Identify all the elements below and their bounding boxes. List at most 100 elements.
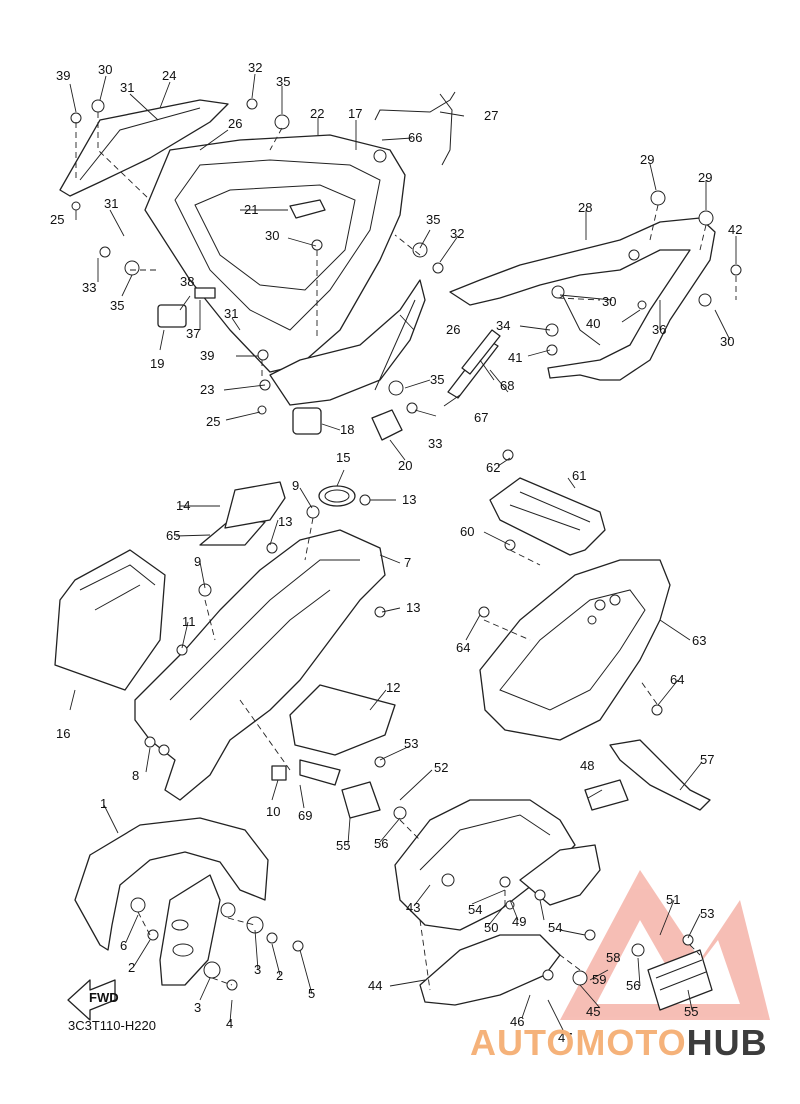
callout-13c: 13	[406, 600, 420, 615]
callout-27: 27	[484, 108, 498, 123]
part-48	[584, 779, 629, 811]
callout-44: 44	[368, 978, 382, 993]
callout-26b: 26	[446, 322, 460, 337]
callout-36: 36	[652, 322, 666, 337]
callout-65: 65	[166, 528, 180, 543]
callout-21: 21	[244, 202, 258, 217]
callout-7: 7	[404, 555, 411, 570]
callout-2b: 2	[276, 968, 283, 983]
watermark-text: AUTOMOTOHUB	[470, 1022, 768, 1064]
watermark-text-part2: HUB	[686, 1022, 768, 1063]
callout-9b: 9	[194, 554, 201, 569]
part-10	[271, 765, 287, 781]
callout-13: 13	[402, 492, 416, 507]
license-plate-assembly	[341, 739, 713, 1011]
callout-35d: 35	[430, 372, 444, 387]
callout-35c: 35	[110, 298, 124, 313]
callout-59: 59	[592, 972, 606, 987]
callout-40: 40	[586, 316, 600, 331]
callout-3: 3	[254, 962, 261, 977]
callout-33b: 33	[428, 436, 442, 451]
callout-22: 22	[310, 106, 324, 121]
callout-34: 34	[496, 318, 510, 333]
fwd-arrow-icon	[67, 979, 116, 1021]
callout-1: 1	[100, 796, 107, 811]
callout-55b: 55	[684, 1004, 698, 1019]
callout-61: 61	[572, 468, 586, 483]
callout-15: 15	[336, 450, 350, 465]
part-20	[371, 409, 403, 441]
callout-41: 41	[508, 350, 522, 365]
callout-11: 11	[182, 614, 196, 629]
callout-25b: 25	[206, 414, 220, 429]
callout-20: 20	[398, 458, 412, 473]
callout-46: 46	[510, 1014, 524, 1029]
callout-12: 12	[386, 680, 400, 695]
callout-30: 30	[98, 62, 112, 77]
callout-58: 58	[606, 950, 620, 965]
callout-63: 63	[692, 633, 706, 648]
callout-53b: 53	[700, 906, 714, 921]
callout-17: 17	[348, 106, 362, 121]
callout-62: 62	[486, 460, 500, 475]
callout-6: 6	[120, 938, 127, 953]
callout-48: 48	[580, 758, 594, 773]
callout-69: 69	[298, 808, 312, 823]
callout-2: 2	[128, 960, 135, 975]
callout-39b: 39	[200, 348, 214, 363]
callout-16: 16	[56, 726, 70, 741]
callout-38: 38	[180, 274, 194, 289]
part-38	[194, 287, 216, 299]
callout-55: 55	[336, 838, 350, 853]
callout-32b: 32	[450, 226, 464, 241]
callout-51: 51	[666, 892, 680, 907]
callout-8: 8	[132, 768, 139, 783]
callout-9: 9	[292, 478, 299, 493]
part-21	[289, 199, 326, 219]
part-57	[609, 739, 711, 811]
callout-30b: 30	[265, 228, 279, 243]
part-18	[292, 407, 322, 435]
callout-13b: 13	[278, 514, 292, 529]
callout-28: 28	[578, 200, 592, 215]
callout-18: 18	[340, 422, 354, 437]
callout-26: 26	[228, 116, 242, 131]
callout-56: 56	[374, 836, 388, 851]
front-fender-assembly: FWD	[67, 817, 304, 1021]
callout-37: 37	[186, 326, 200, 341]
callout-31: 31	[120, 80, 134, 95]
callout-14: 14	[176, 498, 190, 513]
callout-35b: 35	[426, 212, 440, 227]
callout-53: 53	[404, 736, 418, 751]
callout-3b: 3	[194, 1000, 201, 1015]
callout-49: 49	[512, 914, 526, 929]
callout-31c: 31	[224, 306, 238, 321]
callout-24: 24	[162, 68, 176, 83]
upper-cowl-assembly	[59, 91, 742, 441]
callout-19: 19	[150, 356, 164, 371]
callout-42: 42	[728, 222, 742, 237]
callout-4: 4	[226, 1016, 233, 1031]
callout-45: 45	[586, 1004, 600, 1019]
callout-5: 5	[308, 986, 315, 1001]
callout-25: 25	[50, 212, 64, 227]
callout-64b: 64	[670, 672, 684, 687]
callout-67: 67	[474, 410, 488, 425]
callout-54: 54	[468, 902, 482, 917]
callout-57: 57	[700, 752, 714, 767]
callout-35: 35	[276, 74, 290, 89]
callout-68: 68	[500, 378, 514, 393]
callout-33: 33	[82, 280, 96, 295]
watermark-text-part1: AUTOMOTO	[470, 1022, 687, 1063]
diagram-code: 3C3T110-H220	[68, 1018, 156, 1033]
part-55-left	[341, 781, 381, 819]
rear-fender-assembly	[54, 449, 671, 801]
reflector-55	[647, 949, 713, 1011]
callout-31b: 31	[104, 196, 118, 211]
callout-56b: 56	[626, 978, 640, 993]
part-19	[157, 304, 187, 328]
callout-39: 39	[56, 68, 70, 83]
callout-54b: 54	[548, 920, 562, 935]
callout-30d: 30	[720, 334, 734, 349]
leader-lines	[69, 73, 737, 1035]
